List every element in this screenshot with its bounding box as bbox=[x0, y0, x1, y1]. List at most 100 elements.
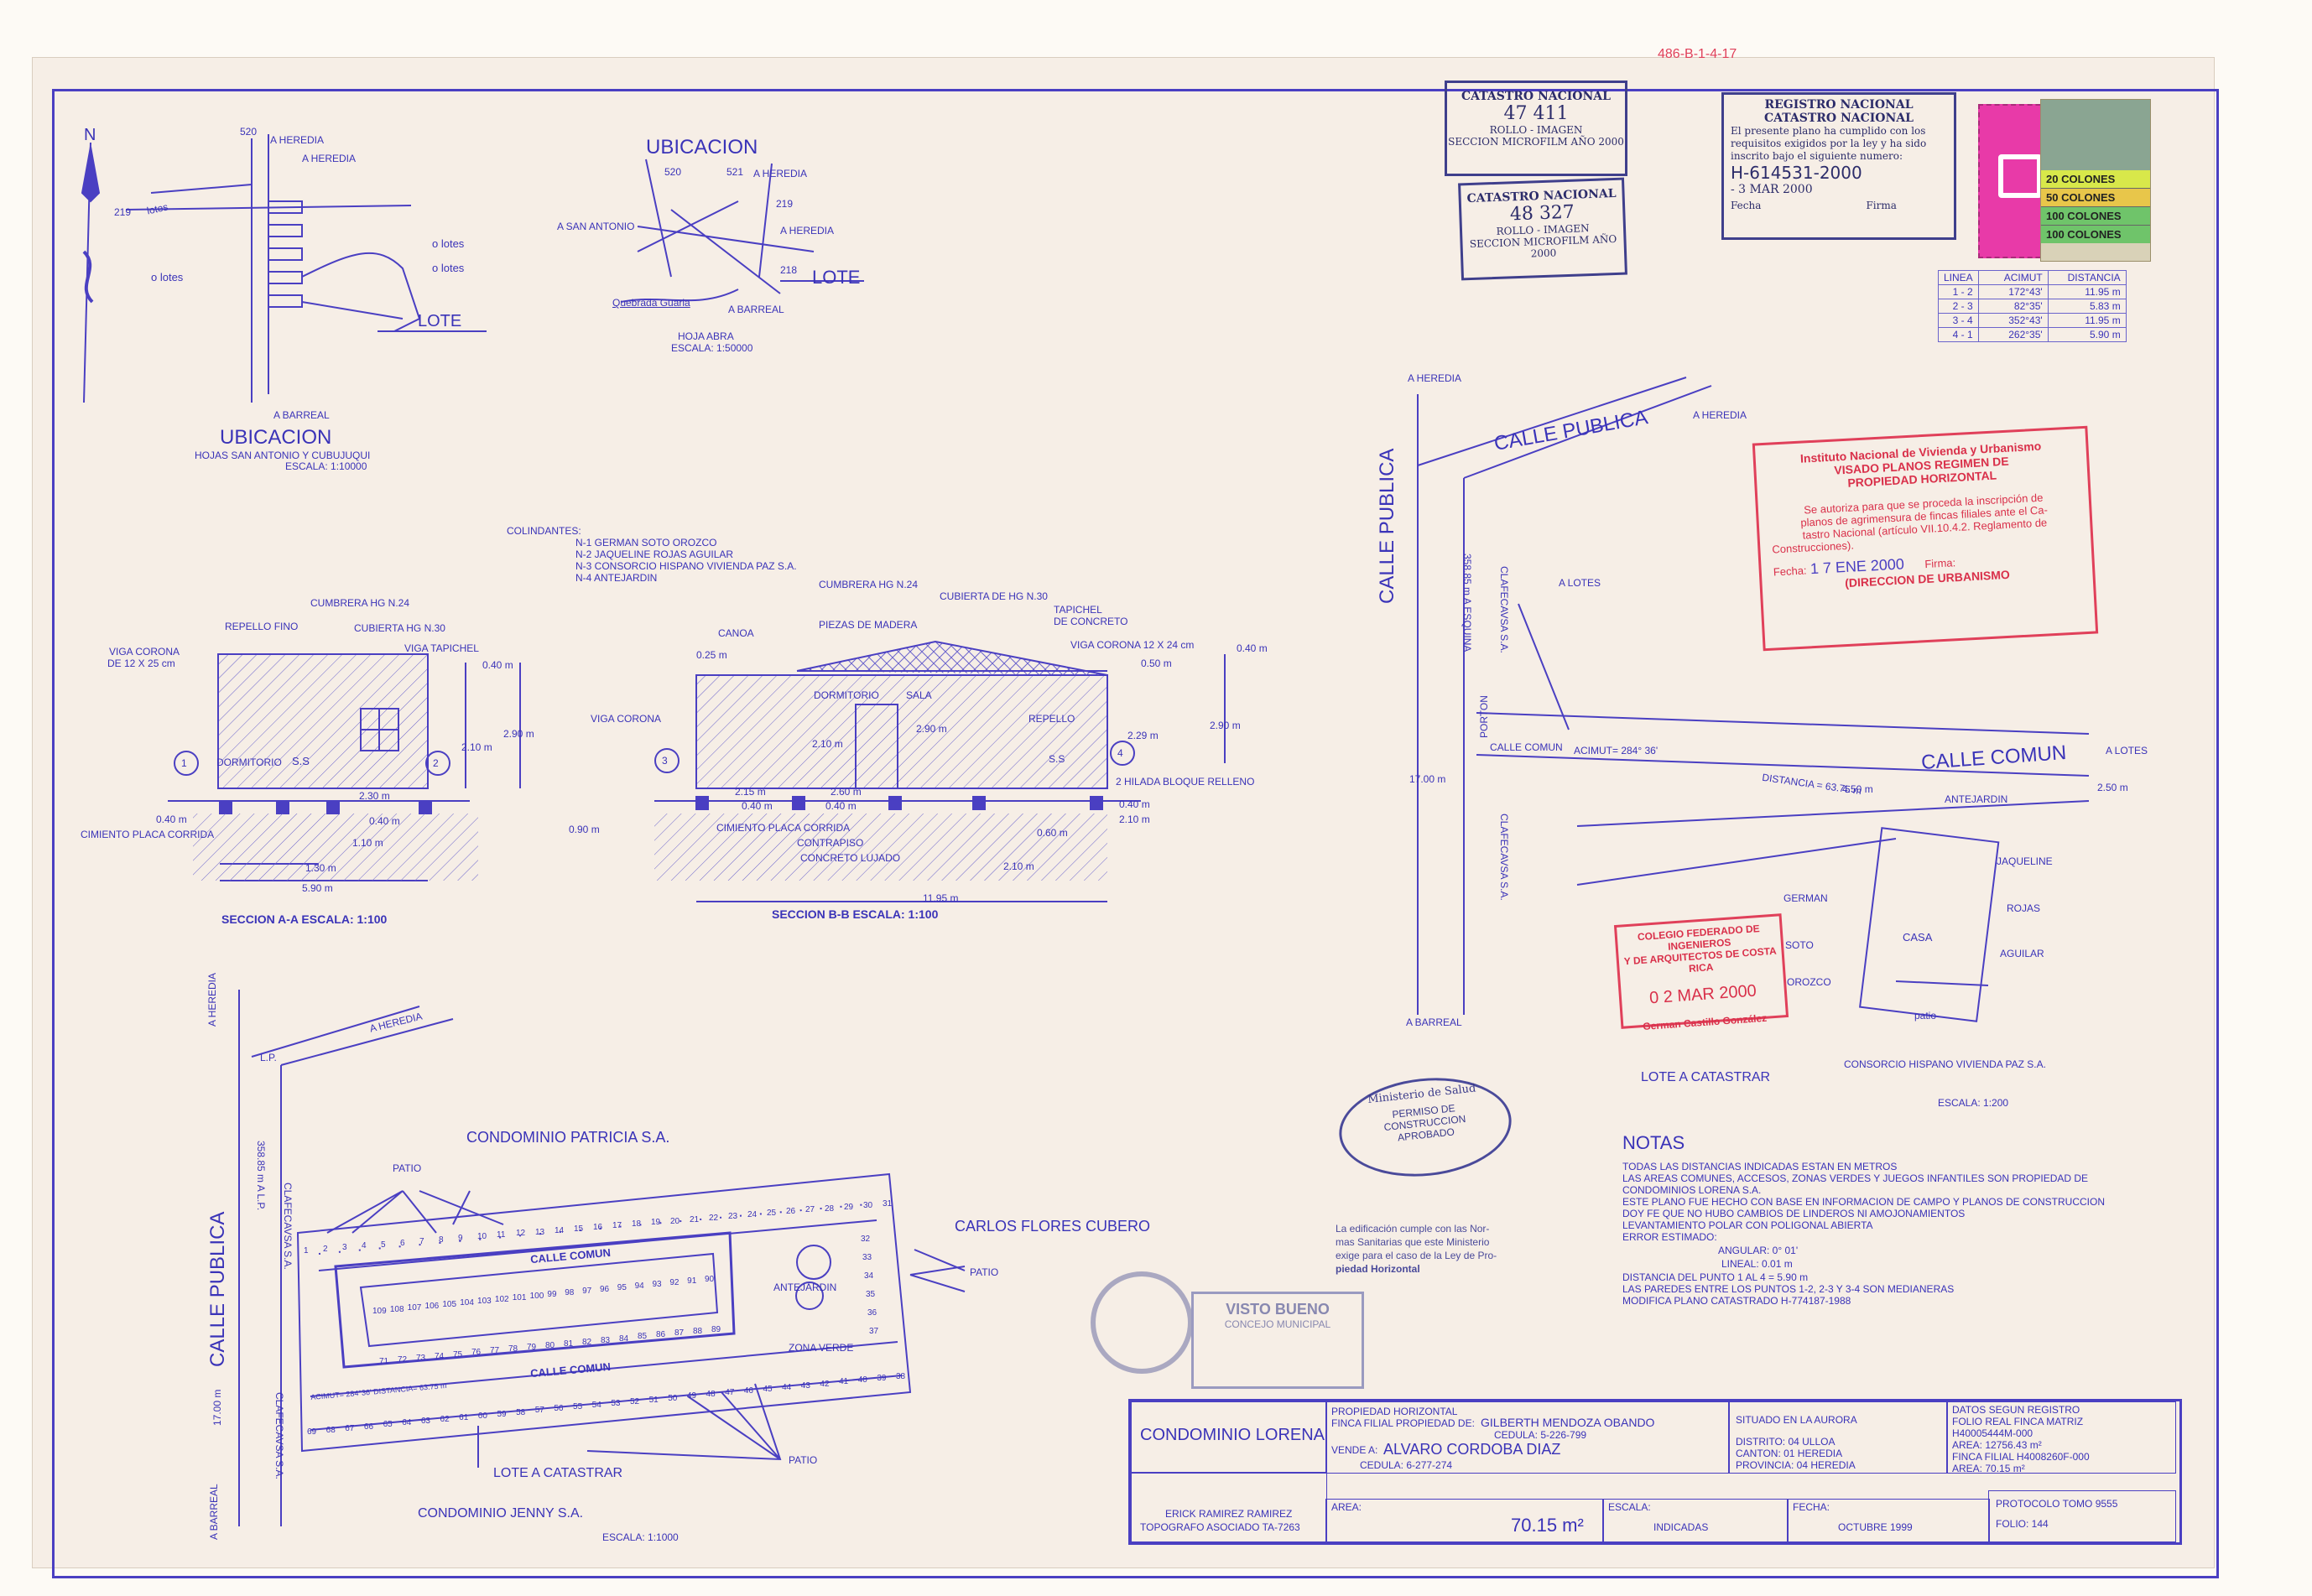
note-line: CONDOMINIOS LORENA S.A. bbox=[1622, 1184, 1762, 1196]
section-a-label: 0.40 m bbox=[156, 814, 187, 825]
lot-number: 23 bbox=[728, 1211, 738, 1221]
loc-map-label: A HEREDIA bbox=[753, 168, 808, 179]
tb-folio-num: H40005444M-000 bbox=[1952, 1427, 2033, 1439]
site-label: GERMAN bbox=[1783, 892, 1828, 904]
loc-label: 520 bbox=[240, 126, 258, 138]
lot-number: 58 bbox=[516, 1407, 526, 1417]
loc-label: o lotes bbox=[432, 237, 465, 250]
lot-number: 60 bbox=[477, 1411, 487, 1421]
site-label: A HEREDIA bbox=[1408, 372, 1462, 384]
loc-map-label: 218 bbox=[780, 264, 798, 276]
lot-number: 83 bbox=[601, 1335, 611, 1345]
section-b-label: PIEZAS DE MADERA bbox=[819, 619, 918, 631]
site-label: OROZCO bbox=[1787, 976, 1831, 988]
condo-label: ZONA VERDE bbox=[789, 1342, 854, 1354]
tb-fecha-label: FECHA: bbox=[1793, 1501, 1830, 1513]
lot-number: 19 bbox=[651, 1218, 661, 1228]
section-b-label: TAPICHEL bbox=[1054, 604, 1102, 616]
tb-folio-real: FOLIO REAL FINCA MATRIZ bbox=[1952, 1416, 2084, 1427]
lot-number: 40 bbox=[857, 1375, 867, 1385]
loc-label: o lotes bbox=[151, 271, 184, 283]
lot-number: 36 bbox=[867, 1308, 877, 1318]
lot-number: 27 bbox=[805, 1205, 815, 1215]
site-label: ESCALA: 1:200 bbox=[1938, 1097, 2009, 1109]
loc-map-label: 219 bbox=[776, 198, 794, 210]
lot-number: 90 bbox=[705, 1275, 715, 1284]
tb-area-label: AREA: bbox=[1331, 1501, 1362, 1513]
site-label: CALLE PUBLICA bbox=[1376, 448, 1398, 604]
revenue-stamp: 100 COLONES bbox=[2041, 207, 2150, 226]
tb-owner: GILBERTH MENDOZA OBANDO bbox=[1481, 1416, 1655, 1429]
lot-number: 17 bbox=[612, 1221, 622, 1231]
table-cell: 172°43' bbox=[1977, 284, 2049, 299]
section-b-label: 11.95 m bbox=[923, 892, 959, 904]
lot-number: 75 bbox=[453, 1349, 463, 1359]
section-b-label: 0.40 m bbox=[1237, 642, 1268, 654]
note-line: MODIFICA PLANO CATASTRADO H-774187-1988 bbox=[1622, 1295, 1851, 1307]
drawing-frame bbox=[52, 89, 2219, 1578]
table-cell: 11.95 m bbox=[2047, 313, 2127, 328]
table-cell: 3 - 4 bbox=[1938, 313, 1979, 328]
loc-map-label: 520 bbox=[664, 166, 682, 178]
loc-label: 219 bbox=[114, 206, 132, 218]
tb-finca-filial: FINCA FILIAL H4008260F-000 bbox=[1952, 1451, 2090, 1463]
site-label: A LOTES bbox=[1559, 577, 1601, 589]
lot-number: 2 bbox=[323, 1245, 328, 1255]
tb-registry-cell: DATOS SEGUN REGISTRO FOLIO REAL FINCA MA… bbox=[1946, 1401, 2176, 1474]
lot-number: 69 bbox=[307, 1427, 317, 1437]
note-line: DISTANCIA DEL PUNTO 1 AL 4 = 5.90 m bbox=[1622, 1271, 1809, 1283]
revenue-stamp: 100 COLONES bbox=[2041, 226, 2150, 243]
section-b-label: 0.40 m bbox=[1119, 798, 1150, 810]
tb-prop2: FINCA FILIAL PROPIEDAD DE: bbox=[1331, 1417, 1475, 1429]
condo-label: ANTEJARDIN bbox=[773, 1281, 837, 1293]
site-label: CALLE COMUN bbox=[1490, 741, 1563, 753]
lot-number: 65 bbox=[383, 1420, 393, 1430]
tb-owner-id: CEDULA: 5-226-799 bbox=[1494, 1429, 1587, 1441]
tb-owner-cell: PROPIEDAD HORIZONTAL FINCA FILIAL PROPIE… bbox=[1325, 1401, 1730, 1474]
note-line: LEVANTAMIENTO POLAR CON POLIGONAL ABIERT… bbox=[1622, 1219, 1873, 1231]
section-b-label: CANOA bbox=[718, 627, 754, 639]
section-b-label: 0.40 m bbox=[825, 800, 857, 812]
lot-number: 87 bbox=[674, 1328, 685, 1339]
section-b-label: 2.60 m bbox=[831, 786, 862, 798]
colindante-item: N-4 ANTEJARDIN bbox=[575, 572, 658, 584]
lot-number: 99 bbox=[547, 1290, 557, 1299]
loc-map-sheet: HOJA ABRA bbox=[678, 330, 734, 342]
site-label: A HEREDIA bbox=[1693, 409, 1747, 421]
tb-area-filial: AREA: 70.15 m² bbox=[1952, 1463, 2025, 1474]
lot-number: 103 bbox=[477, 1297, 492, 1306]
table-cell: 2 - 3 bbox=[1938, 299, 1979, 314]
visto-bueno-stamp: VISTO BUENO CONCEJO MUNICIPAL bbox=[1191, 1292, 1364, 1389]
loc-label: A HEREDIA bbox=[302, 153, 357, 164]
tb-surveyor-cell: ERICK RAMIREZ RAMIREZ TOPOGRAFO ASOCIADO… bbox=[1131, 1472, 1327, 1542]
loc-map-label: A BARREAL bbox=[728, 304, 784, 315]
lot-number: 73 bbox=[416, 1353, 426, 1363]
table-row: 2 - 3 82°35' 5.83 m bbox=[1938, 299, 2127, 314]
condo-label: A HEREDIA bbox=[206, 972, 218, 1027]
lot-number: 26 bbox=[786, 1207, 796, 1217]
table-cell: 11.95 m bbox=[2047, 284, 2127, 299]
colindante-item: N-1 GERMAN SOTO OROZCO bbox=[575, 537, 717, 548]
loc-map-scale: ESCALA: 1:50000 bbox=[671, 342, 753, 354]
lot-number: 78 bbox=[508, 1344, 518, 1354]
lot-number: 92 bbox=[669, 1278, 680, 1287]
lot-number: 24 bbox=[747, 1210, 758, 1220]
tb-project: CONDOMINIO LORENA bbox=[1140, 1426, 1325, 1444]
tb-scale-cell: ESCALA: INDICADAS bbox=[1602, 1499, 1789, 1542]
lot-number: 28 bbox=[825, 1203, 835, 1214]
lot-number: 22 bbox=[709, 1213, 719, 1223]
lot-number: 11 bbox=[497, 1230, 506, 1240]
note-line: ESTE PLANO FUE HECHO CON BASE EN INFORMA… bbox=[1622, 1196, 2105, 1208]
note-line: DOY FE QUE NO HUBO CAMBIOS DE LINDEROS N… bbox=[1622, 1208, 1966, 1219]
tb-buyer-id: CEDULA: 6-277-274 bbox=[1360, 1459, 1453, 1471]
lot-number: 45 bbox=[763, 1384, 773, 1394]
revenue-stamp: 50 COLONES bbox=[2041, 189, 2150, 207]
lot-number: 7 bbox=[419, 1236, 424, 1246]
loc-label: A BARREAL bbox=[273, 409, 330, 421]
section-a-label: 5.90 m bbox=[302, 882, 333, 894]
lot-number: 84 bbox=[619, 1333, 629, 1344]
section-b-label: 2.10 m bbox=[1003, 860, 1034, 872]
catastro-stamp: CATASTRO NACIONAL 47 411 ROLLO - IMAGEN … bbox=[1445, 81, 1627, 176]
tb-protocolo: PROTOCOLO TOMO 9555 bbox=[1996, 1498, 2118, 1510]
tb-date-cell: FECHA: OCTUBRE 1999 bbox=[1787, 1499, 1990, 1542]
